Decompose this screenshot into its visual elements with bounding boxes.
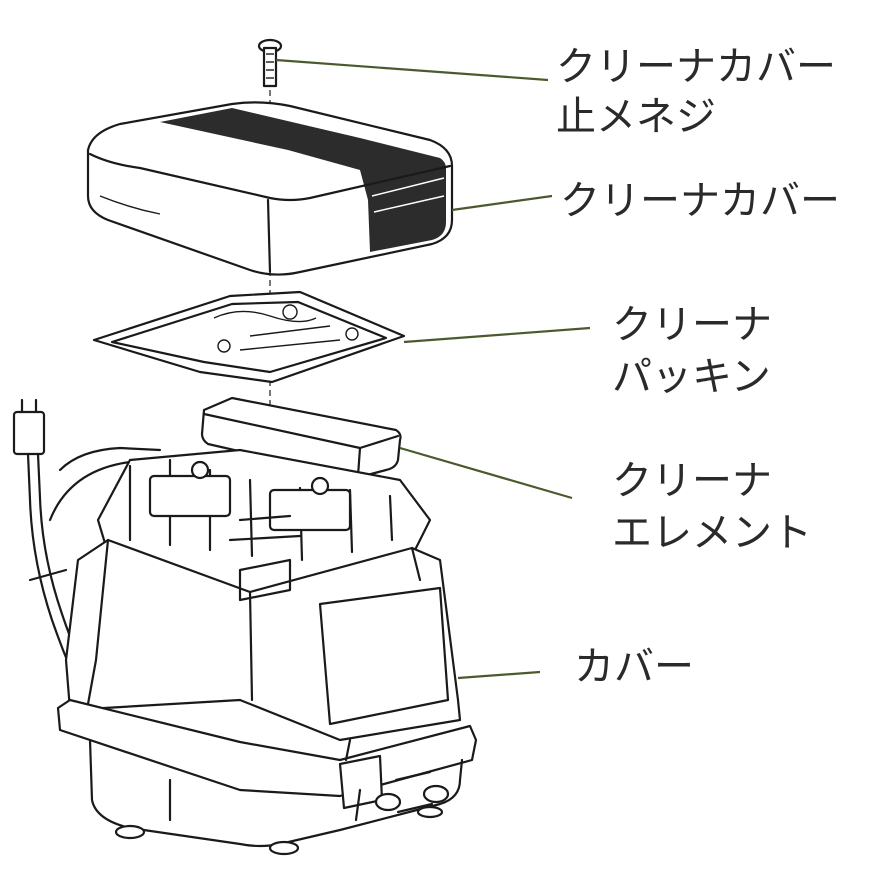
leader-element: [399, 446, 573, 500]
cleaner-element-part: [200, 396, 402, 480]
leader-screw: [275, 58, 549, 82]
label-cleaner-cover-screw: クリーナカバー 止メネジ: [556, 44, 849, 140]
cover-screw-part: [257, 38, 283, 88]
cleaner-cover-part: [86, 101, 454, 276]
cleaner-packing-part: [92, 290, 406, 384]
label-cleaner-cover: クリーナカバー: [560, 178, 840, 224]
label-element-line-2: エレメント: [612, 510, 812, 556]
leader-cover: [457, 670, 541, 680]
label-cleaner-packing: クリーナ パッキン: [612, 302, 785, 400]
label-packing-line-2: パッキン: [612, 354, 771, 400]
label-screw-line-1: クリーナカバー: [556, 44, 836, 90]
label-packing-line-1: クリーナ: [612, 302, 772, 348]
label-element-line-1: クリーナ: [612, 458, 772, 504]
label-cover: カバー: [574, 644, 694, 690]
blower-body-part: [12, 398, 478, 856]
label-cleaner-element: クリーナ エレメント: [612, 458, 812, 556]
leader-cleaner-cover: [451, 194, 553, 212]
label-screw-line-2: 止メネジ: [556, 94, 716, 140]
leader-packing: [403, 326, 591, 344]
